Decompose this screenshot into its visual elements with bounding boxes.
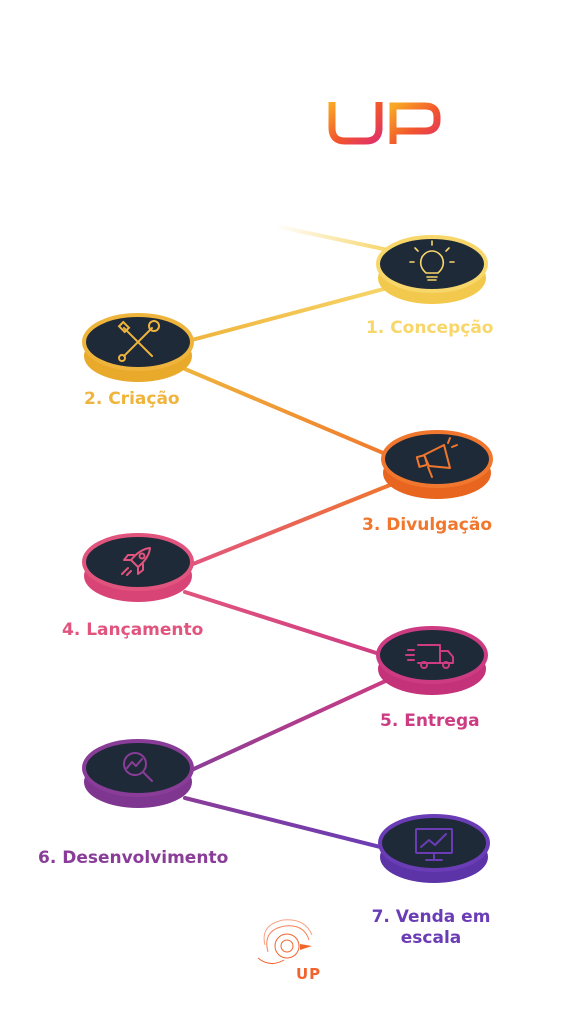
step-2-disc [82, 313, 194, 382]
connector-3-4 [186, 481, 397, 568]
monitor-chart-icon [415, 828, 453, 861]
step-4-label: 4. Lançamento [62, 620, 204, 640]
step-7-disc [378, 814, 490, 883]
rocket-icon [121, 547, 151, 576]
footer-logo-text: UP [296, 965, 322, 983]
step-7-label: 7. Venda em escala [371, 907, 491, 948]
step-3-disc [381, 430, 493, 499]
step-4-disc [82, 533, 194, 602]
megaphone-icon [415, 437, 458, 478]
connector-1-2 [186, 284, 397, 343]
connector-5-6 [183, 676, 394, 775]
tools-icon [117, 320, 160, 362]
step-5-disc [376, 626, 488, 695]
connectors [183, 224, 397, 852]
step-3-label: 3. Divulgação [362, 515, 493, 535]
growth-magnifier-icon [123, 752, 153, 782]
step-2-label: 2. Criação [84, 389, 180, 409]
step-1-disc [376, 235, 488, 304]
connector-6-7 [183, 796, 394, 852]
connector-tail [273, 224, 390, 252]
lightbulb-icon [409, 240, 455, 281]
footer-logo-mark [257, 919, 313, 964]
step-5-label: 5. Entrega [380, 711, 480, 731]
step-1-label: 1. Concepção [366, 318, 494, 338]
connector-4-5 [183, 590, 394, 660]
connector-2-3 [183, 367, 397, 460]
up-logo [328, 102, 441, 145]
step-6-disc [82, 739, 194, 808]
delivery-truck-icon [405, 644, 454, 669]
step-6-label: 6. Desenvolvimento [38, 848, 229, 868]
